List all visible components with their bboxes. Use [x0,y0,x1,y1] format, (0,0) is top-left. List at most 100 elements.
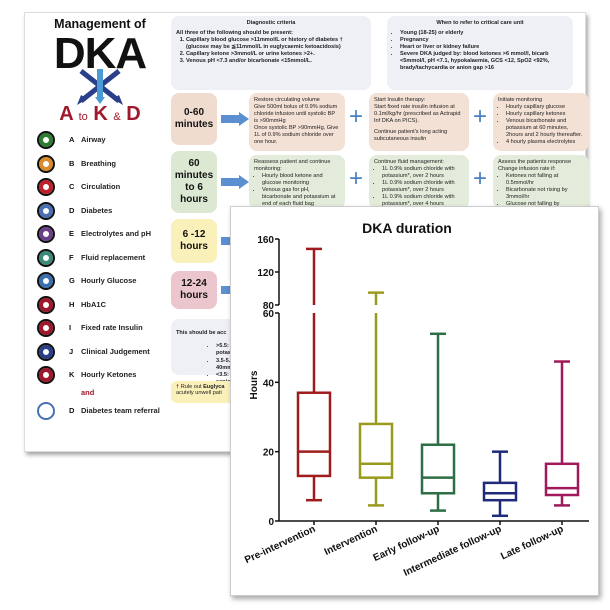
boxes [296,247,580,518]
abc-label: Breathing [81,158,117,168]
abc-item: B Breathing [37,154,187,177]
box-title: Initiate monitoring [498,97,543,103]
abc-label: Hourly Ketones [81,370,137,379]
info-icon [37,401,55,420]
abc-item: E Electrolytes and pH [37,225,187,247]
subtitle-a: A [59,103,73,125]
diagnostic-item: Capillary ketone >3mmol/L or urine keton… [186,51,366,58]
y-tick-label: 60 [263,309,275,320]
abc-label: Diabetes [81,205,113,215]
box-intermediate-follow-up [482,450,518,518]
poster-title-small: Management of [54,17,146,31]
y-axis-label: Hours [249,370,260,399]
and-label: and [81,387,95,397]
box-title: Restore circulating volume [254,97,320,103]
abc-label: Fixed rate Insulin [81,323,143,332]
timeline-12-24-hours: 12-24 hours [171,271,217,309]
abc-letter: E [69,229,75,238]
glucose-meter-icon [37,272,55,290]
footnote-mark: † [176,384,180,390]
abc-label: HbA1C [81,299,107,309]
box-iqr [358,422,394,479]
diagnostic-title: Diagnostic criteria [246,20,296,26]
chart-title: DKA duration [362,220,452,236]
box-early-follow-up [420,332,456,512]
y-tick-label: 120 [257,268,274,279]
abc-letter: D [69,205,75,215]
ketone-meter-icon [37,366,55,384]
y-tick-label: 20 [263,448,275,459]
box-intervention [358,291,394,507]
plus-icon: + [349,165,364,192]
subtitle-to: to [78,111,88,123]
stethoscope-icon [37,342,55,361]
box-title: Reassess patient and continue monitoring… [254,159,331,172]
box-iqr [296,391,332,478]
diagnostic-item: Capillary blood glucose >11mmol/L or his… [186,37,366,51]
box-item: 1L 0.9% sodium chloride with potassium*,… [382,180,464,194]
diagnostic-item: Venous pH <7.3 and/or bicarbonate <15mmo… [186,58,366,65]
box-item: 4 hourly plasma electrolytes [506,139,584,146]
abc-label: Electrolytes and pH [81,229,152,238]
a-to-k-and-d-subtitle: A to K & D [25,103,175,126]
abc-letter: C [69,182,75,191]
abc-letter: B [69,158,75,168]
footnote-text: acutely unwell pati [176,390,222,396]
diagnostic-criteria-box: Diagnostic criteria All three of the fol… [171,16,371,90]
box-iqr [420,443,456,495]
critical-care-title: When to refer to critical care unit [436,20,524,26]
box-iqr [482,481,518,502]
subtitle-d: D [126,103,141,125]
diagnostic-intro: All three of the following should be pre… [176,29,293,36]
abc-letter: I [69,323,72,332]
abc-item: H HbA1C [37,295,187,318]
plus-icon: + [473,103,488,130]
abc-label: Hourly Glucose [81,276,137,285]
abc-letter: F [69,252,74,262]
box-item: 1L 0.9% sodium chloride with potassium*,… [382,194,464,208]
timeline-6-12-hours: 6 -12 hours [171,219,217,263]
subtitle-k: K [93,103,108,125]
restore-volume-box: Restore circulating volume Give 500ml bo… [249,93,345,151]
heart-icon [37,178,55,196]
abc-item-final: D Diabetes team referral [37,401,187,424]
test-tubes-icon [37,295,55,314]
plus-icon: + [473,165,488,192]
iv-bag-icon [37,248,55,267]
box-item: 1L 0.9% sodium chloride with potassium*,… [382,166,464,180]
box-pre-intervention [296,247,332,502]
box-item: Start fixed rate insulin infusion at 0.1… [374,103,461,124]
box-item: Hourly capillary glucose [506,104,584,111]
critical-care-item: Young (18-25) or elderly [400,30,568,37]
abc-letter: H [69,299,75,309]
box-item: Venous gas for pH, bicarbonate and potas… [262,187,340,208]
airway-icon [37,131,55,149]
critical-care-item: Severe DKA judged by: blood ketones >6 m… [400,51,568,72]
box-title: Start Insulin therapy: [374,97,426,103]
critical-care-box: When to refer to critical care unit Youn… [387,16,573,90]
footnote-bold: Euglyca [203,384,225,390]
arrow-right-icon [221,112,249,126]
potassium-item: >5.5: No potass [216,343,246,358]
abc-label: Fluid replacement [81,252,146,262]
abc-item: D Diabetes [37,201,187,224]
x-tick-label: Late follow-up [499,524,565,563]
abc-label: Diabetes team referral [81,405,160,415]
box-item: Hourly blood ketone and glucose monitori… [262,173,340,187]
abc-item: F Fluid replacement [37,248,187,271]
box-item: Once systolic BP >90mmHg, Give 1L of 0.9… [254,124,339,145]
y-tick-label: 80 [263,301,275,312]
x-tick-label: Pre-intervention [243,524,317,566]
arrow-right-icon [221,175,249,189]
subtitle-amp: & [113,111,121,123]
boxplot-chart: DKA duration Hours 801201600204060Pre-in… [243,220,589,579]
syringe-icon [37,319,55,337]
abc-letter: D [69,405,75,415]
box-item: Venous bicarbonate and potassium at 60 m… [506,118,584,139]
reassess-box: Reassess patient and continue monitoring… [249,155,345,209]
